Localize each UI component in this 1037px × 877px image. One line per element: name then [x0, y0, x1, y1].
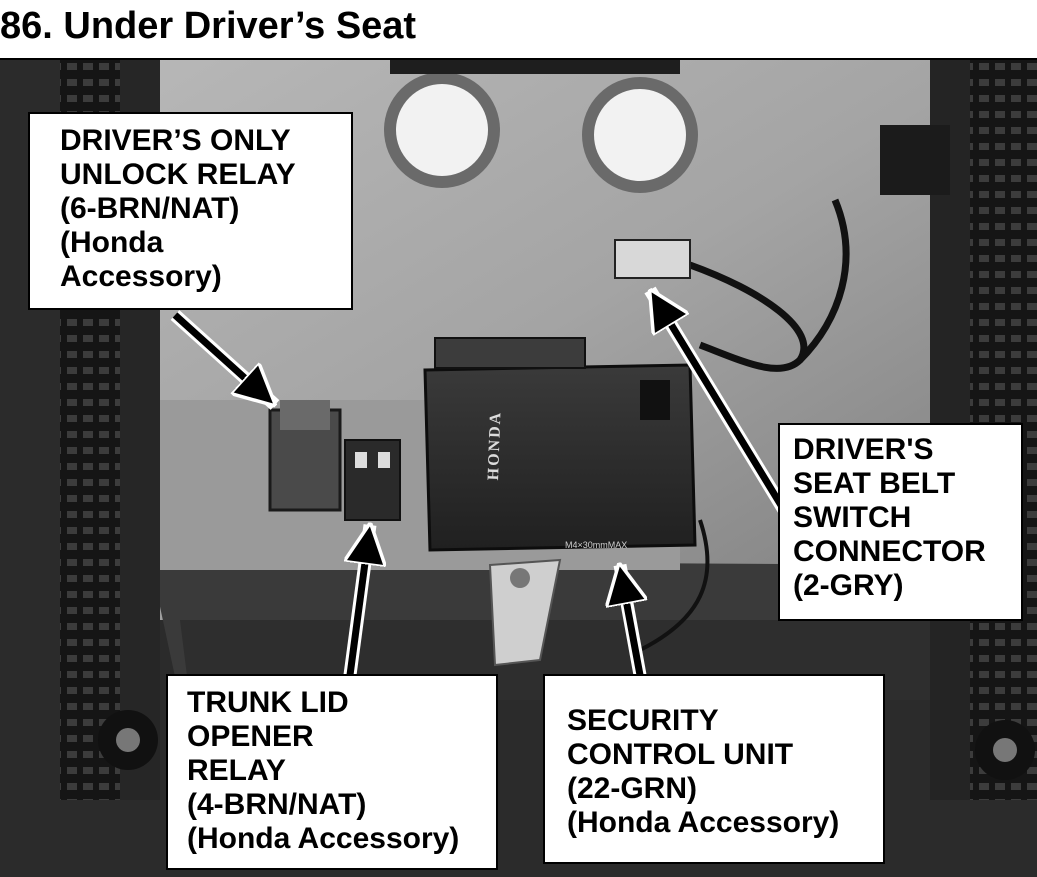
arrow-trunk-relay: [343, 525, 370, 676]
callout-line: SWITCH: [793, 501, 912, 534]
callout-line: (Honda Accessory): [567, 806, 840, 839]
callout-line: Accessory): [60, 260, 222, 293]
callout-line: UNLOCK RELAY: [60, 158, 296, 191]
callout-line: (Honda: [60, 226, 164, 259]
callout-line: SECURITY: [567, 704, 719, 737]
callout-line: (6-BRN/NAT): [60, 192, 240, 225]
arrow-security-unit: [620, 565, 640, 677]
callout-line: OPENER: [187, 720, 314, 753]
callout-line: (22-GRN): [567, 772, 698, 805]
callout-line: (4-BRN/NAT): [187, 788, 367, 821]
unit-brand-label: HONDA: [485, 410, 505, 481]
callout-line: TRUNK LID: [187, 686, 349, 719]
callout-line: RELAY: [187, 754, 286, 787]
callout-trunk-relay: TRUNK LID OPENER RELAY (4-BRN/NAT) (Hond…: [166, 674, 498, 870]
callout-line: DRIVER’S ONLY: [60, 124, 291, 157]
callout-unlock-relay: DRIVER’S ONLY UNLOCK RELAY (6-BRN/NAT) (…: [28, 112, 353, 310]
callout-line: (2-GRY): [793, 569, 904, 602]
callout-line: CONNECTOR: [793, 535, 986, 568]
callout-line: (Honda Accessory): [187, 822, 460, 855]
callout-line: CONTROL UNIT: [567, 738, 794, 771]
callout-line: SEAT BELT: [793, 467, 956, 500]
arrow-unlock-relay: [170, 310, 280, 410]
callout-security-unit: SECURITY CONTROL UNIT (22-GRN) (Honda Ac…: [543, 674, 885, 864]
callout-line: DRIVER'S: [793, 433, 934, 466]
callout-seat-belt-connector: DRIVER'S SEAT BELT SWITCH CONNECTOR (2-G…: [778, 423, 1023, 621]
arrow-seat-belt-connector: [644, 290, 796, 524]
unit-dimension-label: M4×30mmMAX: [565, 540, 628, 550]
page-title: 86. Under Driver’s Seat: [0, 5, 417, 47]
